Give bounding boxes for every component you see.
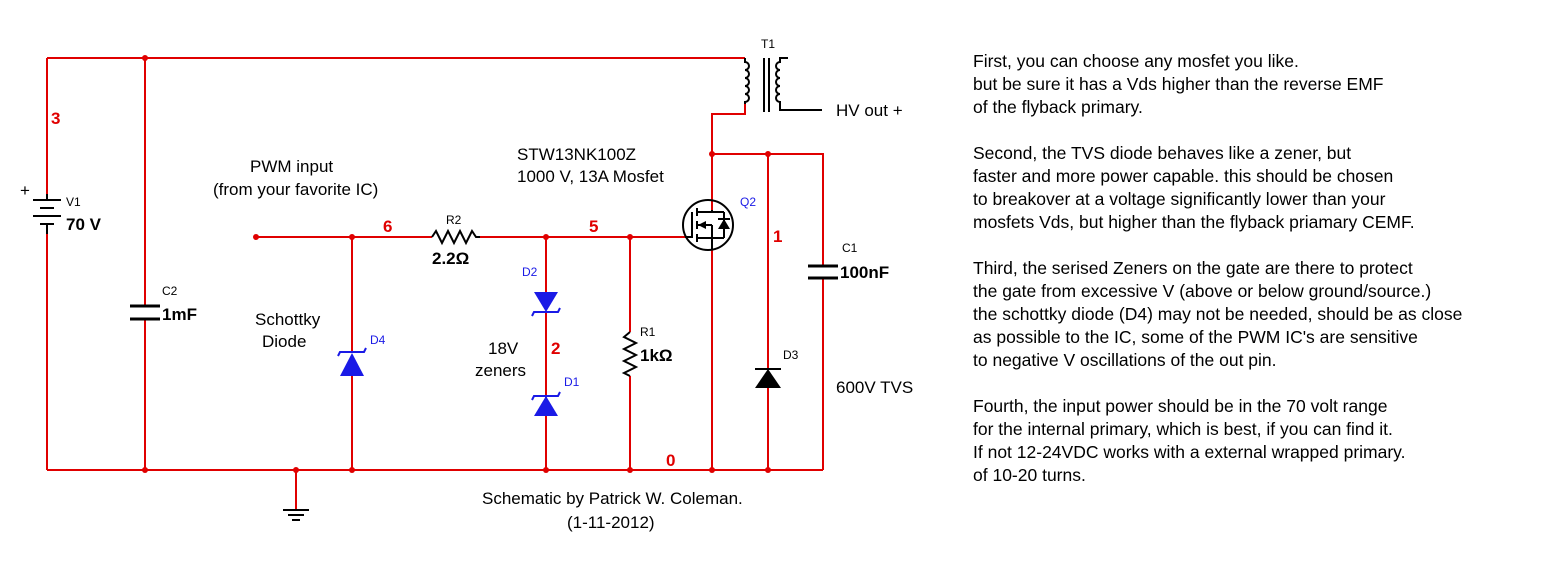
zener-voltage-label: 18V bbox=[488, 339, 519, 358]
capacitor-c1-ref: C1 bbox=[842, 241, 858, 255]
note-paragraph: First, you can choose any mosfet you lik… bbox=[973, 50, 1543, 119]
battery-ref: V1 bbox=[66, 195, 81, 209]
zener-label: zeners bbox=[475, 361, 526, 380]
note-line: but be sure it has a Vds higher than the… bbox=[973, 74, 1384, 94]
mosfet-body-diode-icon bbox=[718, 219, 730, 229]
transformer-t1-ref: T1 bbox=[761, 37, 775, 51]
capacitor-c2-symbol bbox=[130, 304, 160, 321]
schottky-diode-d4-symbol bbox=[337, 347, 367, 376]
capacitor-c2-value: 1mF bbox=[162, 305, 197, 324]
resistor-r2-symbol bbox=[431, 228, 480, 246]
node-6-label: 6 bbox=[383, 217, 392, 236]
hv-out-label: HV out + bbox=[836, 101, 903, 120]
resistor-r1-value: 1kΩ bbox=[640, 346, 673, 365]
credit-label: Schematic by Patrick W. Coleman. bbox=[482, 489, 743, 508]
note-line: as possible to the IC, some of the PWM I… bbox=[973, 327, 1418, 347]
note-line: Fourth, the input power should be in the… bbox=[973, 396, 1388, 416]
battery-plus-sign: + bbox=[20, 181, 30, 200]
note-line: mosfets Vds, but higher than the flyback… bbox=[973, 212, 1415, 232]
note-line: the schottky diode (D4) may not be neede… bbox=[973, 304, 1463, 324]
diode-d2-ref: D2 bbox=[522, 265, 538, 279]
mosfet-arrow-icon bbox=[698, 221, 706, 229]
diode-d3-ref: D3 bbox=[783, 348, 799, 362]
notes-panel: First, you can choose any mosfet you lik… bbox=[973, 50, 1543, 510]
ground-icon bbox=[283, 509, 309, 521]
wires bbox=[46, 57, 824, 510]
mosfet-part-label: STW13NK100Z bbox=[517, 145, 636, 164]
junction-dots bbox=[142, 55, 771, 473]
pwm-input-label: PWM input bbox=[250, 157, 333, 176]
mosfet-spec-label: 1000 V, 13A Mosfet bbox=[517, 167, 664, 186]
capacitor-c1-symbol bbox=[808, 264, 838, 280]
pwm-input-sublabel: (from your favorite IC) bbox=[213, 180, 378, 199]
note-paragraph: Fourth, the input power should be in the… bbox=[973, 395, 1543, 487]
note-line: for the internal primary, which is best,… bbox=[973, 419, 1393, 439]
tvs-diode-d3-symbol bbox=[755, 368, 781, 388]
resistor-r2-value: 2.2Ω bbox=[432, 249, 469, 268]
capacitor-c1-value: 100nF bbox=[840, 263, 889, 282]
note-line: of the flyback primary. bbox=[973, 97, 1143, 117]
note-line: Third, the serised Zeners on the gate ar… bbox=[973, 258, 1413, 278]
note-line: Second, the TVS diode behaves like a zen… bbox=[973, 143, 1352, 163]
node-0-label: 0 bbox=[666, 451, 675, 470]
diode-d1-ref: D1 bbox=[564, 375, 580, 389]
note-line: to breakover at a voltage significantly … bbox=[973, 189, 1386, 209]
resistor-r1-symbol bbox=[621, 331, 639, 377]
node-1-label: 1 bbox=[773, 227, 782, 246]
transformer-t1-symbol bbox=[744, 57, 822, 112]
credit-date-label: (1-11-2012) bbox=[567, 513, 655, 532]
schottky-label: Schottky bbox=[255, 310, 321, 329]
mosfet-q2-ref: Q2 bbox=[740, 195, 756, 209]
tvs-label: 600V TVS bbox=[836, 378, 913, 397]
node-5-label: 5 bbox=[589, 217, 598, 236]
resistor-r2-ref: R2 bbox=[446, 213, 462, 227]
node-2-label: 2 bbox=[551, 339, 560, 358]
zener-diode-d2-symbol bbox=[531, 292, 561, 317]
note-line: of 10-20 turns. bbox=[973, 465, 1086, 485]
note-paragraph: Second, the TVS diode behaves like a zen… bbox=[973, 142, 1543, 234]
note-line: the gate from excessive V (above or belo… bbox=[973, 281, 1432, 301]
capacitor-c2-ref: C2 bbox=[162, 284, 178, 298]
note-line: to negative V oscillations of the out pi… bbox=[973, 350, 1277, 370]
note-paragraph: Third, the serised Zeners on the gate ar… bbox=[973, 257, 1543, 372]
circuit-schematic: + V1 70 V C2 1mF R2 2.2Ω R1 1kΩ D4 D2 D1 bbox=[20, 37, 913, 532]
node-3-label: 3 bbox=[51, 109, 60, 128]
diode-d4-ref: D4 bbox=[370, 333, 386, 347]
battery-v1-symbol bbox=[33, 194, 61, 234]
note-line: First, you can choose any mosfet you lik… bbox=[973, 51, 1299, 71]
battery-value: 70 V bbox=[66, 215, 102, 234]
zener-diode-d1-symbol bbox=[531, 391, 561, 416]
note-line: If not 12-24VDC works with a external wr… bbox=[973, 442, 1406, 462]
resistor-r1-ref: R1 bbox=[640, 325, 656, 339]
schottky-sublabel: Diode bbox=[262, 332, 306, 351]
note-line: faster and more power capable. this shou… bbox=[973, 166, 1394, 186]
